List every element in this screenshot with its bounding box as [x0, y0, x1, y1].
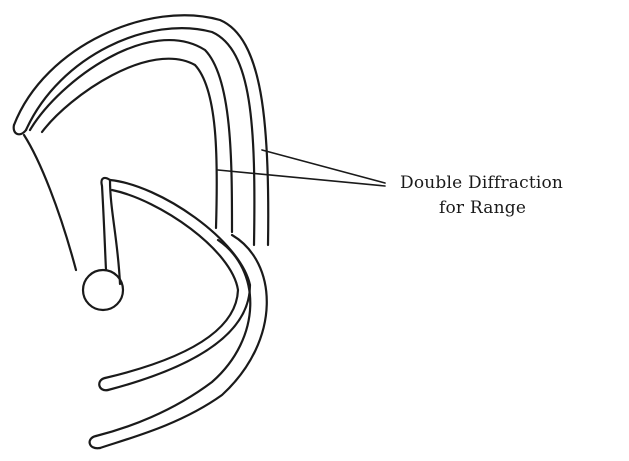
- inner-arc-inner-edge: [42, 59, 217, 228]
- annotation-leaders: [218, 150, 385, 186]
- annotation-label-line-2: for Range: [439, 198, 526, 218]
- outer-arc-end-cap: [14, 125, 26, 134]
- central-hook: [24, 135, 123, 310]
- lower-inner-end-cap: [99, 378, 108, 390]
- inner-arc-band: [30, 40, 232, 232]
- lower-outer-end-cap: [90, 436, 100, 448]
- lower-inner-inner-edge: [105, 190, 238, 378]
- leader-line-lower: [218, 170, 385, 186]
- leader-line-upper: [262, 150, 385, 183]
- hook-left-edge: [24, 135, 76, 270]
- lower-outer-band: [90, 235, 267, 448]
- inner-arc-outer-edge: [30, 40, 232, 232]
- annotation-label-line-1: Double Diffraction: [400, 173, 563, 193]
- hook-tip: [101, 178, 110, 270]
- outer-arc-inner-edge: [26, 28, 254, 245]
- hook-right-edge: [110, 180, 120, 284]
- hook-bulb: [83, 270, 123, 310]
- lower-inner-outer-edge: [108, 180, 250, 390]
